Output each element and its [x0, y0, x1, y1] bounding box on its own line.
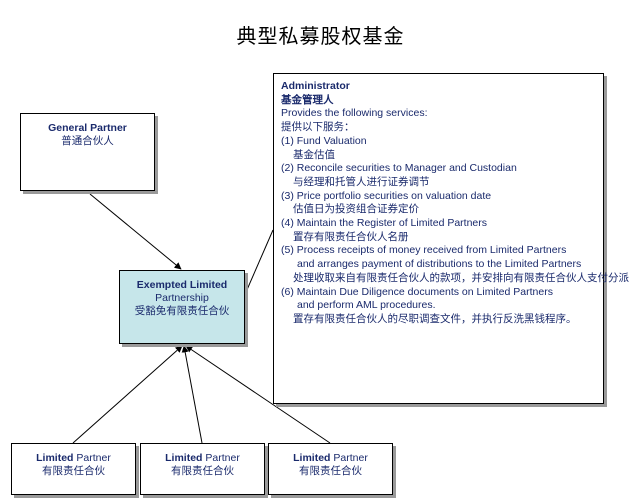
service-1-cn: 基金估值	[293, 148, 335, 161]
service-3-cn: 估值日为投资组合证券定价	[293, 203, 419, 216]
limited-partner-bold: Limited	[165, 452, 203, 464]
lp2-to-ex-arrow	[181, 345, 203, 444]
service-5-en: (5) Process receipts of money received f…	[281, 244, 567, 257]
service-6-en: (6) Maintain Due Diligence documents on …	[281, 285, 553, 298]
limited-partner-cn: 有限责任合伙	[42, 465, 105, 477]
general-partner-name: General Partner	[48, 122, 127, 134]
administrator-box: Administrator 基金管理人 Provides the followi…	[273, 73, 629, 404]
limited-partner-box: Limited Partner 有限责任合伙	[11, 443, 136, 495]
service-4-en: (4) Maintain the Register of Limited Par…	[281, 217, 488, 230]
exempted-line1: Exempted Limited	[136, 279, 228, 291]
limited-partner-bold: Limited	[36, 452, 74, 464]
service-5-en-cont: and arranges payment of distributions to…	[297, 258, 582, 271]
lp1-to-ex-arrow	[72, 345, 183, 444]
limited-partner-rest: Partner	[330, 452, 368, 464]
administrator-heading-cn: 基金管理人	[281, 93, 334, 106]
gp-to-ex-arrow	[89, 193, 182, 270]
adm-to-ex-connector	[245, 229, 274, 293]
service-6-en-cont: and perform AML procedures.	[297, 299, 436, 312]
general-partner-name-cn: 普通合伙人	[61, 135, 114, 147]
limited-partner-cn: 有限责任合伙	[171, 465, 234, 477]
service-2-en: (2) Reconcile securities to Manager and …	[281, 162, 517, 175]
exempted-partnership-box: Exempted Limited Partnership 受豁免有限责任合伙	[119, 270, 245, 344]
exempted-line2: Partnership	[155, 292, 209, 304]
limited-partner-bold: Limited	[293, 452, 331, 464]
diagram-title: 典型私募股权基金	[236, 24, 405, 48]
limited-partner-box: Limited Partner 有限责任合伙	[140, 443, 265, 495]
administrator-intro-cn: 提供以下服务：	[281, 121, 355, 134]
administrator-intro: Provides the following services:	[281, 107, 428, 120]
limited-partner-cn: 有限责任合伙	[299, 465, 362, 477]
service-6-cn: 置存有限责任合伙人的尽职调查文件，并执行反洗黑钱程序。	[293, 312, 577, 325]
general-partner-box: General Partner 普通合伙人	[20, 113, 155, 191]
service-4-cn: 置存有限责任合伙人名册	[293, 230, 409, 243]
limited-partner-box: Limited Partner 有限责任合伙	[268, 443, 393, 495]
service-1-en: (1) Fund Valuation	[281, 134, 367, 147]
limited-partner-rest: Partner	[202, 452, 240, 464]
limited-partner-rest: Partner	[73, 452, 111, 464]
service-3-en: (3) Price portfolio securities on valuat…	[281, 189, 492, 202]
lp3-to-ex-arrow	[185, 345, 331, 444]
administrator-heading: Administrator	[281, 80, 350, 92]
exempted-line3: 受豁免有限责任合伙	[134, 305, 230, 317]
service-5-cn: 处理收取来自有限责任合伙人的款项，并安排向有限责任合伙人支付分派	[293, 271, 629, 284]
service-2-cn: 与经理和托管人进行证券调节	[293, 175, 430, 188]
